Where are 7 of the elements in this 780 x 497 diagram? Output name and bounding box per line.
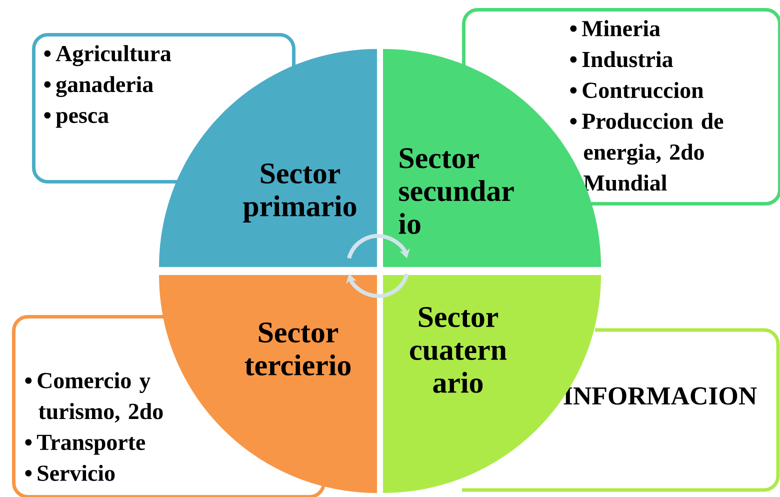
list-item: ganaderia — [56, 76, 154, 98]
list-item: Mineria — [582, 20, 660, 36]
list-item: pesca — [56, 112, 109, 128]
curved-arrow — [346, 273, 409, 298]
curved-arrow — [347, 234, 410, 259]
list-item: Servicio — [38, 464, 115, 481]
list-item: Transporte — [36, 434, 146, 455]
